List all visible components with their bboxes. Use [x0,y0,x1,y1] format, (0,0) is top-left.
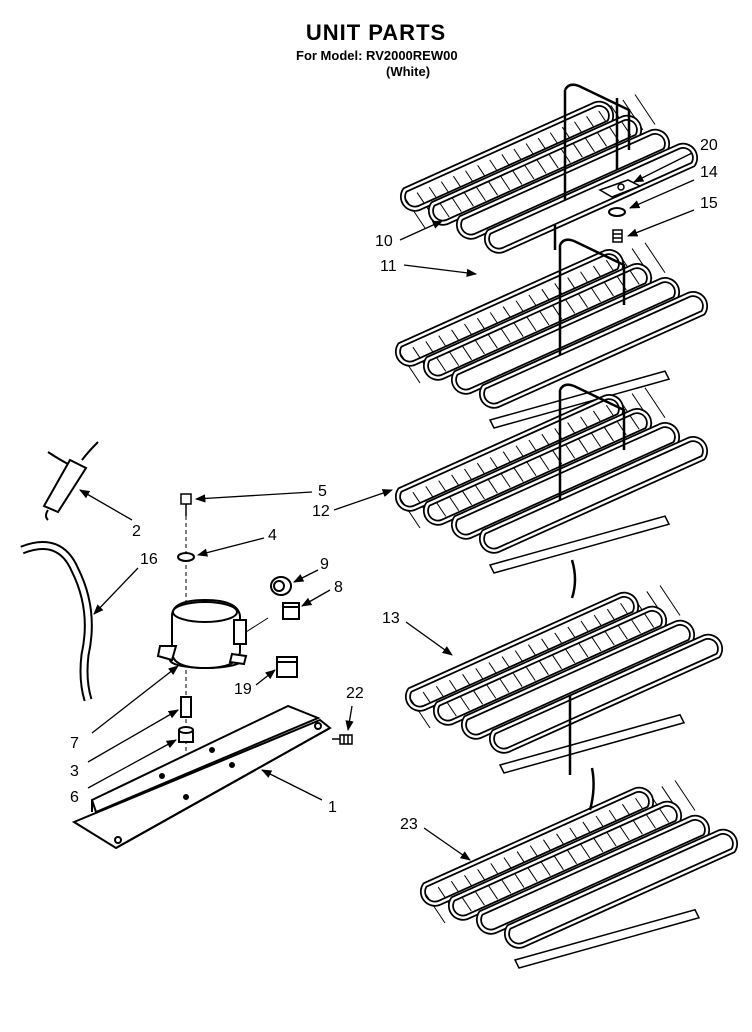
page-title: UNIT PARTS [305,20,447,45]
coil-4 [405,585,723,774]
coil-2 [395,238,708,429]
bracket-20 [598,179,642,198]
coil-3 [395,383,708,574]
callout-22: 22 [346,685,364,702]
callout-1: 1 [328,799,337,816]
callout-23: 23 [400,816,418,833]
relay-cover-19 [276,656,298,678]
callout-15: 15 [700,195,718,212]
relay-8 [282,602,300,620]
callout-5: 5 [318,483,327,500]
hose-16 [20,541,93,702]
coil-5 [420,780,738,969]
screw-15 [612,229,623,243]
sensor-tube-2 [42,441,99,521]
callout-11: 11 [380,258,397,275]
callout-labels: 20 14 15 10 11 5 2 12 4 16 98 13 19 22 7 3 6 1 23 [70,137,718,833]
evaporator-coils [395,83,738,969]
overload-9 [270,576,292,596]
color-line: (White) [386,64,431,79]
callout-8: 8 [334,579,343,596]
callout-20: 20 [700,137,718,154]
callout-4: 4 [268,527,277,544]
grommet-3 [178,726,194,743]
callout-lines [79,152,695,861]
callout-14: 14 [700,164,718,181]
callout-19: 19 [234,681,252,698]
screw-5 [180,493,192,516]
screw-22 [332,734,353,745]
coil-tubes [553,98,619,811]
coil-1 [400,83,698,254]
model-line: For Model: RV2000REW00 [296,48,458,63]
sleeve-7 [180,696,192,718]
base-plate-1 [71,704,332,850]
callout-6: 6 [70,789,79,806]
washer-14 [608,207,626,217]
callout-12: 12 [312,503,330,520]
compressor [156,598,248,670]
callout-10: 10 [375,233,393,250]
callout-9: 9 [320,556,329,573]
washer-4 [177,552,195,562]
callout-2: 2 [132,523,141,540]
callout-3: 3 [70,763,79,780]
callout-16: 16 [140,551,158,568]
callout-7: 7 [70,735,79,752]
callout-13: 13 [382,610,400,627]
